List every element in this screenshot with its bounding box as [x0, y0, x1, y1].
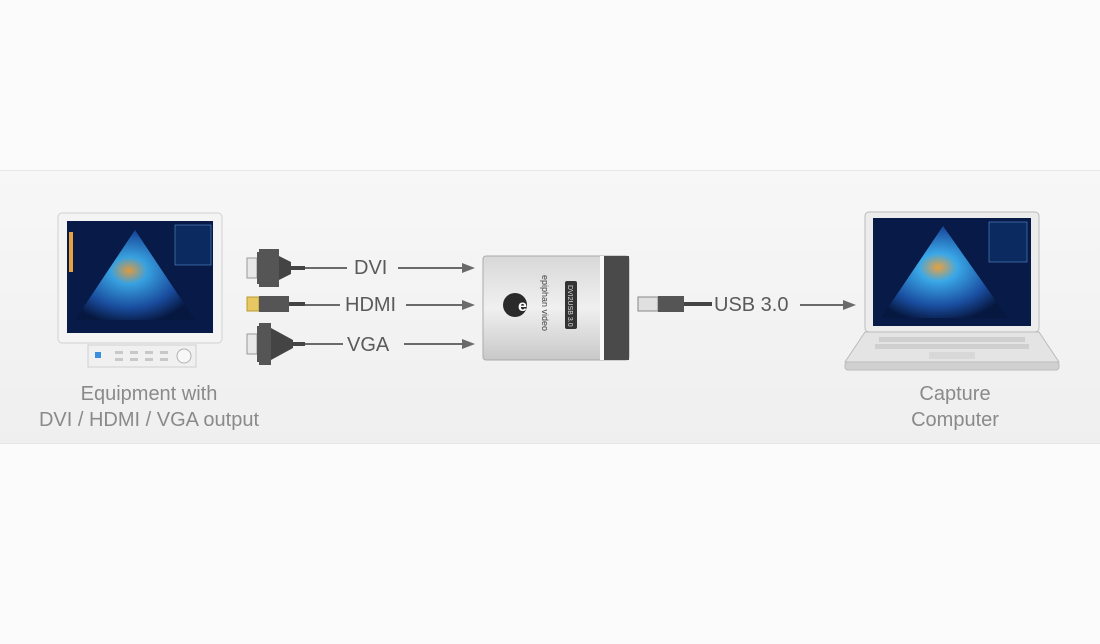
source-caption: Equipment with DVI / HDMI / VGA output [20, 381, 278, 433]
vga-connector-icon [246, 323, 305, 365]
input-arrows [305, 263, 475, 349]
usb-arrow [800, 300, 856, 310]
svg-text:DVI2USB 3.0: DVI2USB 3.0 [566, 285, 573, 327]
usb-connector-icon [637, 296, 712, 312]
hdmi-label: HDMI [345, 294, 397, 316]
destination-caption-line1: Capture [919, 383, 991, 405]
destination-caption: Capture Computer [880, 381, 1030, 433]
destination-caption-line2: Computer [911, 409, 999, 431]
dvi-label: DVI [354, 257, 388, 279]
laptop-icon [844, 211, 1060, 371]
epiphan-capture-device: e epiphan video DVI2USB 3.0 [482, 255, 630, 361]
svg-text:e: e [518, 298, 527, 315]
medical-monitor-icon [57, 212, 223, 368]
dvi-connector-icon [246, 249, 305, 287]
usb-label: USB 3.0 [714, 294, 789, 316]
source-caption-line1: Equipment with [80, 383, 218, 405]
vga-label: VGA [347, 334, 390, 356]
source-caption-line2: DVI / HDMI / VGA output [38, 409, 260, 431]
epiphan-logo-icon [503, 293, 527, 317]
svg-text:epiphan video: epiphan video [540, 275, 550, 331]
hdmi-connector-icon [246, 296, 305, 312]
